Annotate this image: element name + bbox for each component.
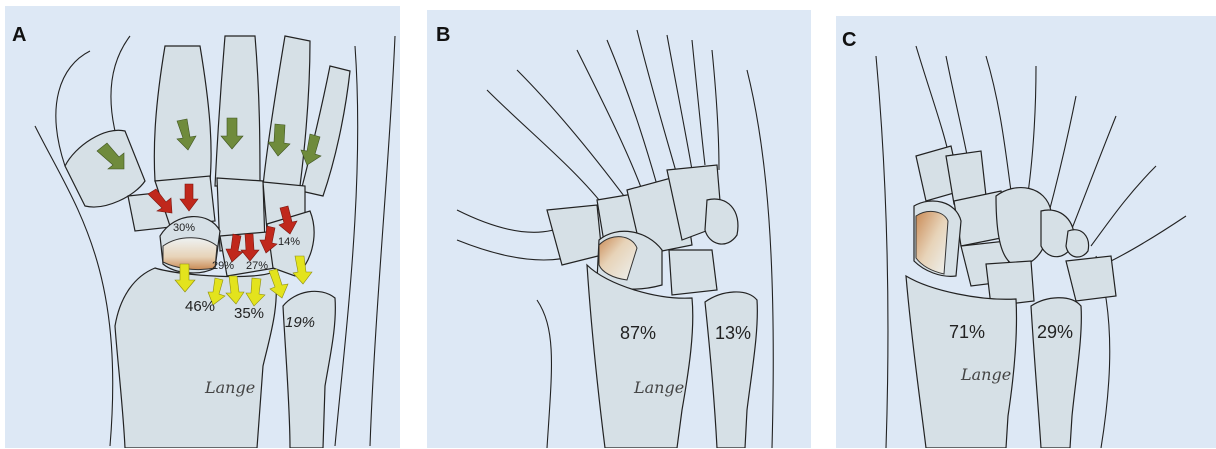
panel-b-signature: Lange: [634, 378, 684, 397]
panel-a-illustration: [5, 6, 400, 448]
radius-mid-label: 35%: [234, 305, 264, 322]
panel-c-radius-label: 71%: [949, 322, 985, 343]
panel-c-letter: C: [842, 29, 856, 52]
panel-a-letter: A: [12, 24, 26, 47]
signature: Lange: [205, 378, 255, 397]
scaphoid-fossa-label: 30%: [173, 222, 195, 234]
panel-b: B 87% 13% Lange: [427, 10, 811, 448]
radius-left-label: 46%: [185, 298, 215, 315]
lunate-left-label: 29%: [212, 260, 234, 272]
panel-a: A 30% 29% 27% 14% 46% 35% 19% Lange: [5, 6, 400, 448]
panel-c-illustration: [836, 16, 1216, 448]
ulna-label: 19%: [285, 314, 315, 331]
panel-b-illustration: [427, 10, 811, 448]
panel-c: C 71% 29% Lange: [836, 16, 1216, 448]
panel-b-radius-label: 87%: [620, 323, 656, 344]
lunate-right-label: 27%: [246, 260, 268, 272]
panel-c-signature: Lange: [961, 365, 1011, 384]
panel-b-letter: B: [436, 24, 450, 47]
triquetrum-label: 14%: [278, 236, 300, 248]
panel-c-ulna-label: 29%: [1037, 322, 1073, 343]
panel-b-ulna-label: 13%: [715, 323, 751, 344]
